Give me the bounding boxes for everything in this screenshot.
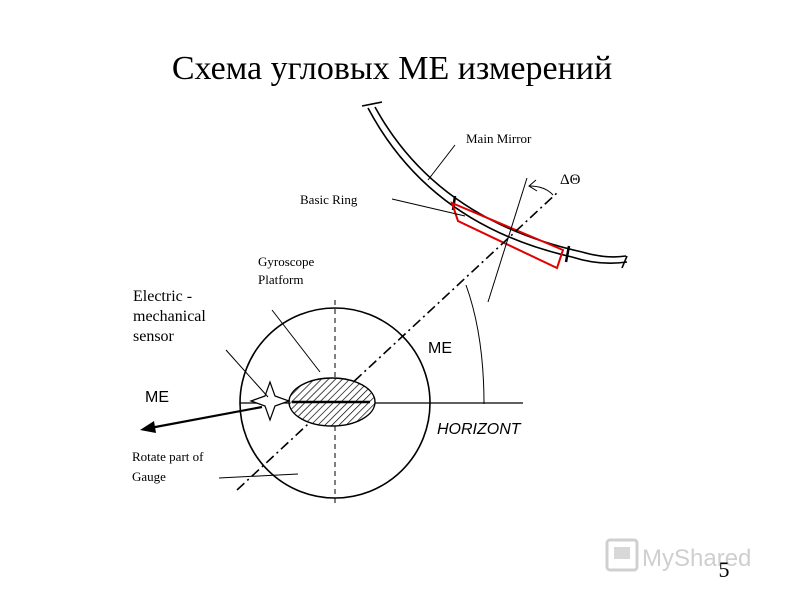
delta-theta-arrowhead bbox=[528, 179, 538, 192]
rotate-label-line1: Rotate part of bbox=[132, 449, 204, 464]
gyroscope-label-line2: Platform bbox=[258, 272, 304, 287]
optical-axis-line bbox=[236, 191, 559, 491]
gyroscope-label-line1: Gyroscope bbox=[258, 254, 315, 269]
watermark-text: MyShared bbox=[642, 545, 751, 572]
rotate-label-line2: Gauge bbox=[132, 469, 166, 484]
page-number: 5 bbox=[719, 557, 730, 582]
delta-theta-arc bbox=[528, 185, 554, 196]
main-mirror bbox=[361, 101, 628, 269]
watermark: MyShared bbox=[605, 538, 751, 572]
sensor-label-line1: Electric - bbox=[133, 288, 192, 305]
delta-theta-label: ΔΘ bbox=[560, 172, 581, 188]
watermark-icon bbox=[605, 538, 639, 572]
elevation-arc bbox=[465, 284, 485, 405]
page-title: Схема угловых МЕ измерений bbox=[172, 50, 612, 87]
me-left-label: ME bbox=[145, 389, 169, 406]
me-output-arrowhead bbox=[140, 421, 156, 433]
mirror-normal-line bbox=[487, 177, 528, 303]
basic-ring bbox=[450, 201, 565, 270]
main-mirror-label: Main Mirror bbox=[466, 131, 532, 146]
sensor-label-line3: sensor bbox=[133, 328, 175, 345]
leader-lines bbox=[218, 144, 466, 479]
me-output-arrow bbox=[149, 405, 263, 430]
basic-ring-label: Basic Ring bbox=[300, 192, 358, 207]
horizont-label: HORIZONT bbox=[437, 421, 522, 438]
sensor-label-line2: mechanical bbox=[133, 308, 206, 325]
me-center-label: ME bbox=[428, 340, 452, 357]
sensor-star-icon bbox=[249, 380, 291, 422]
